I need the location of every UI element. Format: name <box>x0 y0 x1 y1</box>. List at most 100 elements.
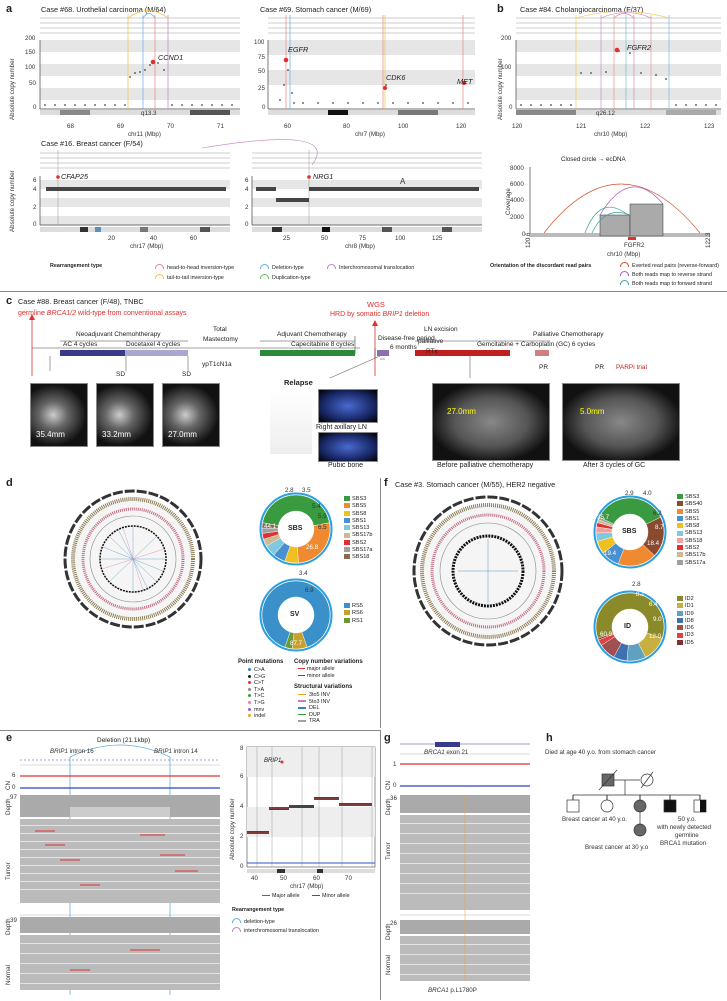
donut-id-f-slice-ID2 <box>595 592 665 639</box>
germline-note: germline BRCA1/2 wild-type from conventi… <box>18 310 187 317</box>
pedigree-50c: germline <box>675 832 699 839</box>
brip1-ytick-2: 4 <box>240 803 244 810</box>
brip1-ytick-1: 2 <box>240 833 244 840</box>
cn-plot-brip1 <box>246 746 376 873</box>
donut-sv-d-ring <box>259 578 333 652</box>
legend-text: mnv <box>254 706 265 713</box>
hrd-note: HRD by somatic BRIP1 deletion <box>330 311 430 318</box>
legend-text: ID8 <box>685 617 694 624</box>
measure-2: 33.2mm <box>102 430 131 439</box>
panel-label-b: b <box>497 3 504 15</box>
ytick-c8-6: 6 <box>245 177 249 184</box>
legend-swatch <box>344 610 350 616</box>
legend-text: ID9 <box>685 610 694 617</box>
legend-swatch <box>344 554 350 560</box>
cape-label: Capecitabine 8 cycles <box>291 341 355 348</box>
sbs-f-val-4: 6.2 <box>653 510 662 517</box>
cov-xright: 122.3 <box>705 232 712 248</box>
legend-text: SBS17b <box>352 532 373 539</box>
donut-id-f-center: ID <box>624 623 631 630</box>
measure-5: 5.0mm <box>580 407 605 416</box>
xtick-chr11-3: 71 <box>217 123 224 130</box>
ytick-chr10-0: 0 <box>509 104 513 111</box>
ytick-c16-2: 2 <box>33 204 37 211</box>
cn-plot-chr11 <box>39 10 240 115</box>
legend-swatch <box>677 617 683 623</box>
xtick-chr8-3: 100 <box>395 235 406 242</box>
legend-e-item-0: deletion-type <box>232 918 275 925</box>
legend-swatch <box>677 494 683 500</box>
ytick-chr7-4: 100 <box>254 39 265 46</box>
mri-image-3 <box>162 383 220 447</box>
legend-text: T>G <box>254 699 265 706</box>
sbs-f-val-6: 2.9 <box>625 490 634 497</box>
ytick-c8-0: 0 <box>245 221 249 228</box>
xtick-chr7-0: 60 <box>284 123 291 130</box>
legend-text: SBS40 <box>685 501 703 508</box>
legend-text: ID3 <box>685 632 694 639</box>
legend-b-item-1: Both reads map to reverse strand <box>620 271 712 278</box>
xtick-chr8-4: 125 <box>432 235 443 242</box>
legend-swatch <box>344 532 350 538</box>
panel-label-d: d <box>6 477 13 489</box>
donut-sv-d-center: SV <box>290 611 300 618</box>
cov-gene: FGFR2 <box>624 242 645 249</box>
parpi-label: PARPi trial <box>616 364 647 371</box>
legend-b-item-0: Everted read pairs (reverse-forward) <box>620 262 719 269</box>
cn-max-e: 6 <box>12 772 16 779</box>
legend-sbs-f-item: SBS17b <box>677 552 717 559</box>
depth-value-g-n: 26 <box>390 920 397 927</box>
xlabel-chr7: chr7 (Mbp) <box>355 131 385 138</box>
legend-swatch <box>677 610 683 616</box>
ytick-chr11-2: 100 <box>25 64 36 71</box>
cn-plot-chr7 <box>267 15 475 115</box>
sbs-f-val-2: 18.4 <box>647 540 660 547</box>
mri-image-1 <box>30 383 88 447</box>
cnv-title: Copy number variations <box>294 659 363 665</box>
donut-sbs-f-slice-SBS17a <box>598 516 615 526</box>
pedigree-died: Died at age 40 y.o. from stomach cancer <box>545 749 656 756</box>
cn-min-g: 0 <box>393 782 397 789</box>
ac-label: AC 4 cycles <box>63 341 98 348</box>
legend-text: SBS17a <box>352 547 373 554</box>
xtick-chr10-0: 120 <box>512 123 523 130</box>
xtick-chr8-2: 75 <box>359 235 366 242</box>
depth-value-e-t: 97 <box>10 794 17 801</box>
legend-swatch <box>677 537 683 543</box>
donut-sv-d-slice-RS1 <box>284 631 295 650</box>
before-label: Before palliative chemotherapy <box>437 462 534 469</box>
cn-plot-chr17 <box>39 150 230 232</box>
sbs-d-val-5: 3.5 <box>302 487 311 494</box>
igv-tracks-g <box>400 742 530 981</box>
normal-label-e: Normal <box>5 965 12 985</box>
ytick-chr11-1: 50 <box>29 80 36 87</box>
cov-ytick-4: 8000 <box>510 165 524 172</box>
legend-swatch <box>677 508 683 514</box>
measure-4: 27.0mm <box>447 407 476 416</box>
sv-legend-item: 3to5 INV <box>298 692 338 699</box>
case-69-title: Case #69. Stomach cancer (M/69) <box>260 5 372 14</box>
measure-1: 35.4mm <box>36 430 65 439</box>
mastectomy-label: Mastectomy <box>203 336 239 343</box>
legend-swatch <box>677 523 683 529</box>
brip1-xlabel: chr17 (Mbp) <box>290 883 324 890</box>
case-16-title: Case #16. Breast cancer (F/54) <box>41 139 143 148</box>
legend-a-item-1: tail-to-tail inversion-type <box>155 274 224 281</box>
ylabel-case16: Absolute copy number <box>9 170 16 232</box>
brca1-exon: BRCA1 exon 21 <box>424 749 469 756</box>
legend-sbs-f-item: SBS1 <box>677 516 717 523</box>
xlabel-chr11: chr11 (Mbp) <box>128 131 161 138</box>
legend-text: C>T <box>254 680 265 687</box>
brip1-legend-minor: Minor allele <box>312 893 350 899</box>
pet-body-image <box>270 389 312 454</box>
xtick-chr11-2: 70 <box>167 123 174 130</box>
pal-chemo-label: Palliative Chemotherapy <box>533 331 604 338</box>
legend-text: SBS5 <box>685 508 700 515</box>
legend-text: SBS8 <box>685 523 700 530</box>
donut-sbs-d-slice-SBS18 <box>261 522 279 529</box>
ytick-c8-2: 2 <box>245 204 249 211</box>
legend-swatch <box>677 559 683 565</box>
